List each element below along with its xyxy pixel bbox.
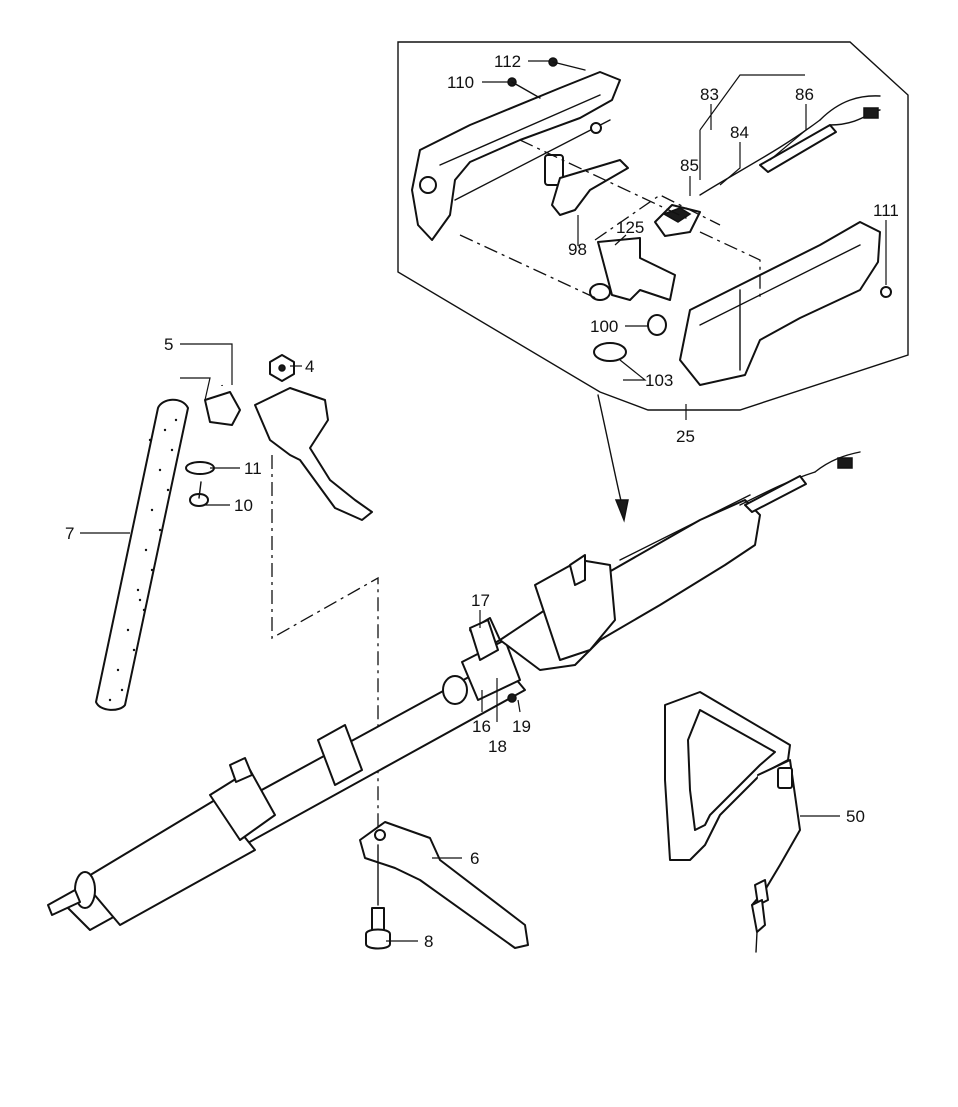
callout-16: 16: [472, 717, 491, 736]
part-harness: [664, 691, 801, 953]
part-throttle-cable: [699, 95, 881, 196]
callout-11: 11: [244, 459, 262, 478]
callout-19: 19: [512, 717, 531, 736]
callout-86: 86: [795, 85, 814, 104]
part-holder-bracket: [359, 821, 529, 949]
handle-assembly-line: [271, 455, 379, 830]
inset-assembly-lines: [459, 139, 761, 301]
callout-125: 125: [616, 218, 644, 237]
part-throttle-lever: [551, 159, 629, 216]
callout-8: 8: [424, 932, 433, 951]
callout-4: 4: [305, 357, 314, 376]
part-lower-grip-housing: [679, 221, 881, 386]
callout-103: 103: [645, 371, 673, 390]
callout-100: 100: [590, 317, 618, 336]
callout-50: 50: [846, 807, 865, 826]
callout-6: 6: [470, 849, 479, 868]
callout-98: 98: [568, 240, 587, 259]
callout-112: 112: [494, 52, 521, 71]
callout-111: 111: [873, 201, 899, 220]
part-clamp: [469, 619, 517, 703]
callout-10: 10: [234, 496, 253, 515]
callout-5: 5: [164, 335, 173, 354]
callout-110: 110: [447, 73, 474, 92]
inset-panel-outline: [397, 41, 909, 411]
part-assembled-handle: [499, 451, 861, 671]
callout-85: 85: [680, 156, 699, 175]
callout-25: 25: [676, 427, 695, 446]
callout-18: 18: [488, 737, 507, 756]
callout-83: 83: [700, 85, 719, 104]
part-upper-housing: [411, 71, 621, 241]
part-bolt: [365, 844, 391, 950]
part-lever-plate: [589, 237, 676, 301]
callout-7: 7: [65, 524, 74, 543]
part-main-shaft: [47, 617, 526, 931]
leader-lines: [80, 60, 887, 942]
assembly-arrow: [597, 394, 629, 523]
callout-84: 84: [730, 123, 749, 142]
part-loop-handle: [185, 289, 386, 521]
part-stop-switch: [654, 204, 701, 237]
callout-17: 17: [471, 591, 490, 610]
part-foam-grip: [95, 398, 189, 711]
part-inset-hardware: [507, 57, 892, 362]
